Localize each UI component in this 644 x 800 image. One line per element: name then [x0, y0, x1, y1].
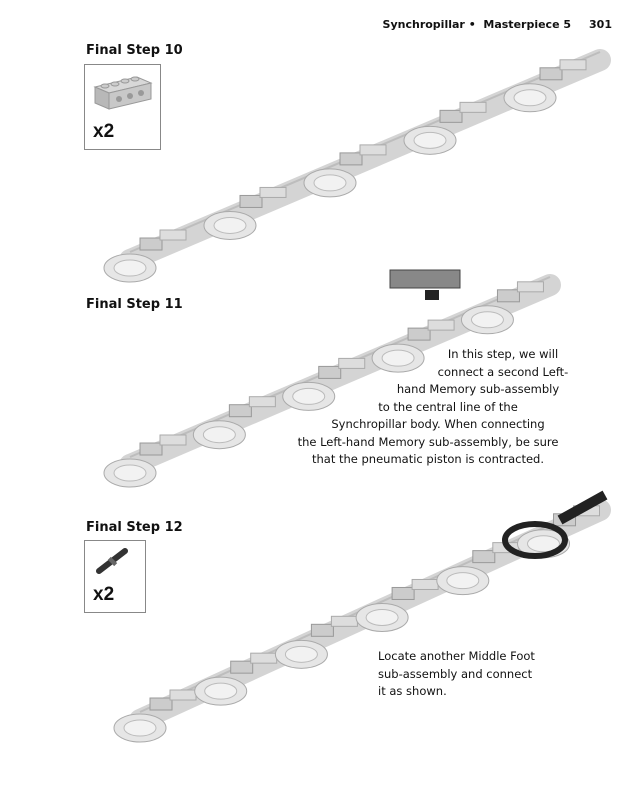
text-line: the Left-hand Memory sub-assembly, be su… [297, 434, 559, 449]
step-10-title: Final Step 10 [86, 43, 183, 58]
model-step-10 [103, 49, 611, 283]
wheel-hub [365, 608, 399, 626]
cylinder [159, 229, 187, 241]
part-quantity: x2 [93, 121, 115, 142]
cylinder [359, 144, 387, 156]
step-11-title: Final Step 11 [86, 297, 183, 312]
cylinder [516, 281, 544, 293]
text-line: that the pneumatic piston is contracted. [311, 452, 545, 466]
bracket [139, 237, 163, 251]
wheel-hub [292, 387, 326, 405]
cylinder [559, 59, 587, 71]
cylinder [169, 689, 197, 701]
wheel-hub [413, 131, 447, 149]
parts-callout-step-10: x2 [84, 64, 161, 150]
text-line: Locate another Middle Foot [378, 649, 535, 663]
model-step-11 [103, 269, 561, 488]
bracket [318, 365, 342, 379]
cylinder [427, 319, 455, 331]
bracket [391, 586, 415, 600]
wheel-hub [527, 535, 561, 553]
bracket [149, 697, 173, 711]
cylinder [411, 578, 439, 590]
bracket [439, 109, 463, 123]
wheel-hub [213, 216, 247, 234]
bracket [230, 660, 254, 674]
bracket [228, 404, 252, 418]
cylinder [338, 357, 366, 369]
bracket [139, 442, 163, 456]
text-line: Synchropillar body. When connecting [331, 417, 545, 431]
wheel-hub [446, 572, 480, 590]
text-line: to the central line of the [378, 399, 518, 414]
bracket [339, 152, 363, 166]
technic-brick-1x4-icon [93, 76, 153, 110]
parts-callout-step-12: x2 [84, 540, 146, 613]
wheel-hub [313, 174, 347, 192]
cylinder [330, 615, 358, 627]
technic-pin-icon [96, 548, 128, 574]
piston [425, 290, 439, 300]
text-line: In this step, we will [447, 347, 559, 361]
bracket [539, 67, 563, 81]
cylinder [248, 396, 276, 408]
bracket [496, 289, 520, 303]
step-12-instructions: Locate another Middle Foot sub-assembly … [378, 648, 578, 701]
part-quantity: x2 [93, 584, 115, 605]
wheel-hub [113, 259, 147, 277]
model-step-12 [113, 490, 611, 743]
wheel-hub [284, 645, 318, 663]
step-12-title: Final Step 12 [86, 520, 183, 535]
section-title: Masterpiece 5 [483, 18, 572, 31]
chapter-title: Synchropillar [382, 18, 465, 31]
bracket [310, 623, 334, 637]
wheel-hub [513, 89, 547, 107]
text-line: it as shown. [378, 684, 447, 698]
bracket [472, 550, 496, 564]
wheel-hub [113, 464, 147, 482]
text-line: sub-assembly and connect [378, 666, 533, 681]
middle-foot-wheel [502, 521, 568, 559]
text-line: connect a second Left- [437, 364, 569, 379]
wheel-hub [381, 349, 415, 367]
memory-assembly [389, 269, 461, 289]
cylinder [159, 434, 187, 446]
bracket [407, 327, 431, 341]
cylinder [250, 652, 278, 664]
text-line: hand Memory sub-assembly [396, 382, 560, 396]
cylinder [459, 101, 487, 113]
wheel-hub [123, 719, 157, 737]
bracket [239, 194, 263, 208]
wheel-hub [470, 311, 504, 329]
dark-beam [557, 490, 608, 525]
step-11-instructions: In this step, we will connect a second L… [268, 346, 588, 469]
wheel-hub [202, 426, 236, 444]
page-number: 301 [589, 18, 612, 31]
running-header: Synchropillar • Masterpiece 5 301 [383, 18, 612, 31]
cylinder [259, 186, 287, 198]
header-bullet: • [468, 18, 476, 31]
wheel-hub [204, 682, 238, 700]
